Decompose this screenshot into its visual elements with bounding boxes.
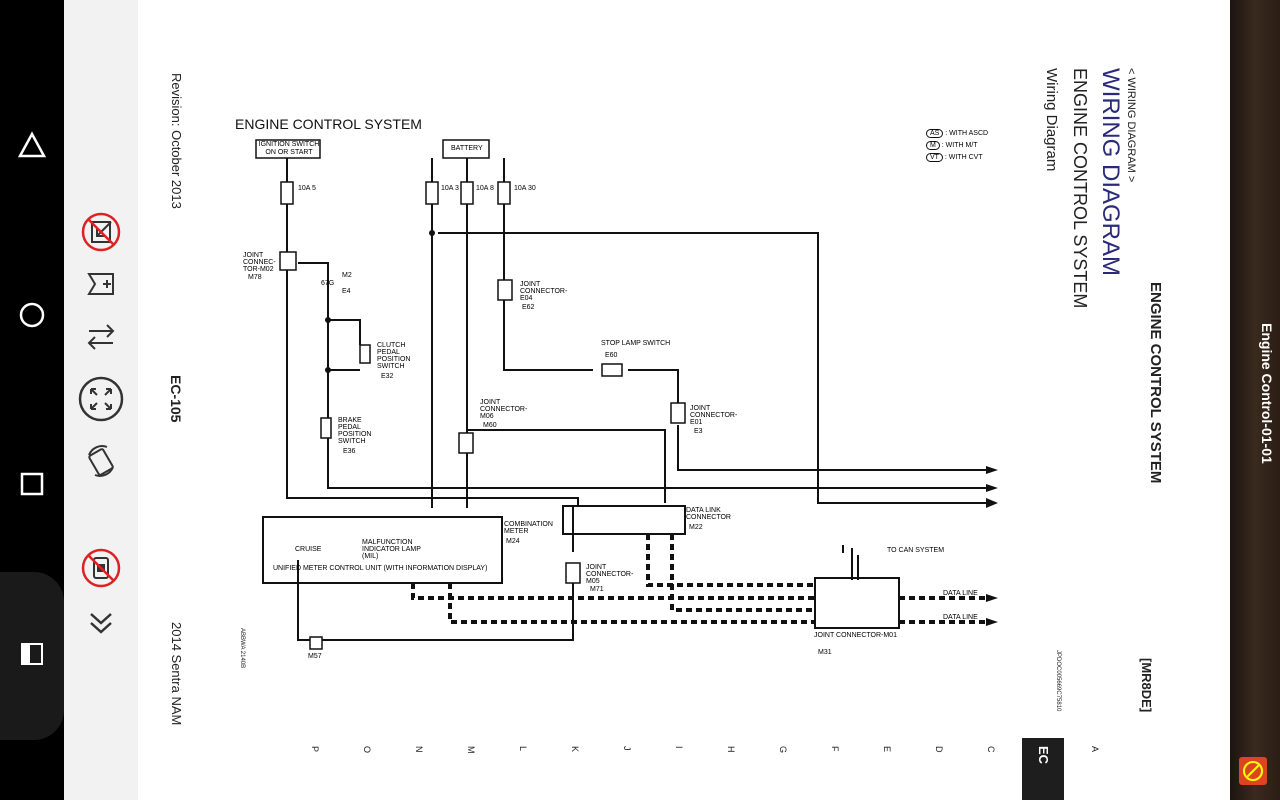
combination-meter-label: COMBINATION METER [504, 521, 553, 535]
side-code: ABBWA 2140B [239, 628, 245, 669]
wiring-diagram [255, 139, 998, 650]
back-icon[interactable] [12, 126, 52, 166]
joint-connector-e01-label: JOINT CONNECTOR-E01 [690, 405, 738, 426]
row-letter: N [414, 746, 424, 753]
legend-item: AS : WITH ASCD [926, 128, 988, 140]
m24-label: M24 [506, 538, 520, 545]
row-letter: J [622, 746, 632, 751]
sidebar-toggle-icon [21, 643, 43, 665]
m71-label: M71 [590, 586, 604, 593]
breadcrumb[interactable]: < WIRING DIAGRAM > [1125, 68, 1137, 183]
row-letter: D [934, 746, 944, 753]
brake-switch-label: BRAKE PEDAL POSITION SWITCH [338, 417, 372, 445]
page-number: EC-105 [168, 375, 184, 423]
joint-connector-m02-label: JOINT CONNEC-TOR-M02 [243, 252, 276, 273]
e4-label: E4 [342, 288, 351, 295]
row-letter: H [726, 746, 736, 753]
cruise-label: CRUISE [295, 546, 322, 553]
data-link-connector-label: DATA LINK CONNECTOR [686, 507, 731, 521]
joint-connector-m01-label: JOINT CONNECTOR-M01 [814, 632, 897, 639]
fuse-3-label: 10A 3 [441, 185, 459, 192]
row-letter: K [570, 746, 580, 753]
home-icon[interactable] [12, 295, 52, 335]
window-title: Engine Control-01-01 [1259, 323, 1275, 464]
m78-label: M78 [248, 274, 262, 281]
e3-label: E3 [694, 428, 703, 435]
row-letter: L [518, 746, 528, 752]
m57-label: M57 [308, 653, 322, 660]
fuse-8-label: 10A 8 [476, 185, 494, 192]
viewer-toolbar [64, 0, 138, 800]
m60-label: M60 [483, 422, 497, 429]
mil-label: MALFUNCTION INDICATOR LAMP (MIL) [362, 539, 421, 560]
m22-label: M22 [689, 524, 703, 531]
row-letter: O [362, 746, 372, 754]
exit-fullscreen-icon[interactable] [77, 208, 125, 256]
e60-label: E60 [605, 352, 618, 359]
m31-label: M31 [818, 649, 832, 656]
engine-code: [MR8DE] [1139, 658, 1154, 713]
lock-orientation-off-icon[interactable] [77, 544, 125, 592]
joint-connector-e04-label: JOINT CONNECTOR-E04 [520, 281, 568, 302]
fuse-5-label: 10A 5 [298, 185, 316, 192]
row-letter: M [466, 746, 476, 754]
p67g-label: 67G [321, 280, 335, 287]
e62-label: E62 [522, 304, 535, 311]
joint-connector-m05-label: JOINT CONNECTOR-M05 [586, 564, 634, 585]
section-title: WIRING DIAGRAM [1097, 68, 1124, 276]
data-line-2-label: DATA LINE [943, 614, 978, 621]
sub-sub-title: Wiring Diagram [1043, 68, 1060, 172]
header-right: ENGINE CONTROL SYSTEM [1147, 282, 1164, 484]
ec-tab[interactable]: EC [1022, 738, 1064, 800]
app-logo-icon[interactable] [1238, 756, 1268, 786]
legend-item: VT : WITH CVT [926, 152, 988, 164]
more-chevron-icon[interactable] [77, 598, 125, 646]
fit-screen-icon[interactable] [77, 375, 125, 423]
row-letter: F [830, 746, 840, 752]
diagram-title: ENGINE CONTROL SYSTEM [235, 116, 422, 132]
row-letter: E [882, 746, 892, 753]
revision: Revision: October 2013 [169, 73, 184, 209]
title-strip [1230, 0, 1280, 800]
e32-label: E32 [381, 373, 394, 380]
fuse-30-label: 10A 30 [514, 185, 536, 192]
row-letter: A [1090, 746, 1100, 753]
row-letters: A C D E F G H I J K L M N O P [308, 746, 1108, 766]
drawer-tab[interactable] [0, 572, 64, 740]
row-letter: C [986, 746, 996, 753]
row-letter: G [778, 746, 788, 754]
m2-label: M2 [342, 272, 352, 279]
clutch-switch-label: CLUTCH PEDAL POSITION SWITCH [377, 342, 411, 370]
model: 2014 Sentra NAM [169, 622, 184, 726]
umcu-label: UNIFIED METER CONTROL UNIT (WITH INFORMA… [273, 565, 488, 572]
stop-lamp-switch-label: STOP LAMP SWITCH [601, 340, 671, 347]
doc-id: JPDOC005669C75810 [1055, 650, 1061, 712]
system-nav-bar [0, 0, 64, 800]
to-can-system-label: TO CAN SYSTEM [887, 547, 945, 554]
legend-item: M : WITH M/T [926, 140, 988, 152]
battery-label: BATTERY [451, 145, 483, 152]
row-letter: I [674, 746, 684, 749]
joint-connector-m06-label: JOINT CONNECTOR-M06 [480, 399, 528, 420]
legend: AS : WITH ASCD M : WITH M/T VT : WITH CV… [926, 128, 988, 164]
add-bookmark-icon[interactable] [77, 260, 125, 308]
row-letter: P [310, 746, 320, 753]
data-line-1-label: DATA LINE [943, 590, 978, 597]
sub-title: ENGINE CONTROL SYSTEM [1070, 68, 1090, 309]
swap-arrows-icon[interactable] [77, 313, 125, 361]
recents-icon[interactable] [12, 464, 52, 504]
e36-label: E36 [343, 448, 356, 455]
rotate-screen-icon[interactable] [77, 437, 125, 485]
